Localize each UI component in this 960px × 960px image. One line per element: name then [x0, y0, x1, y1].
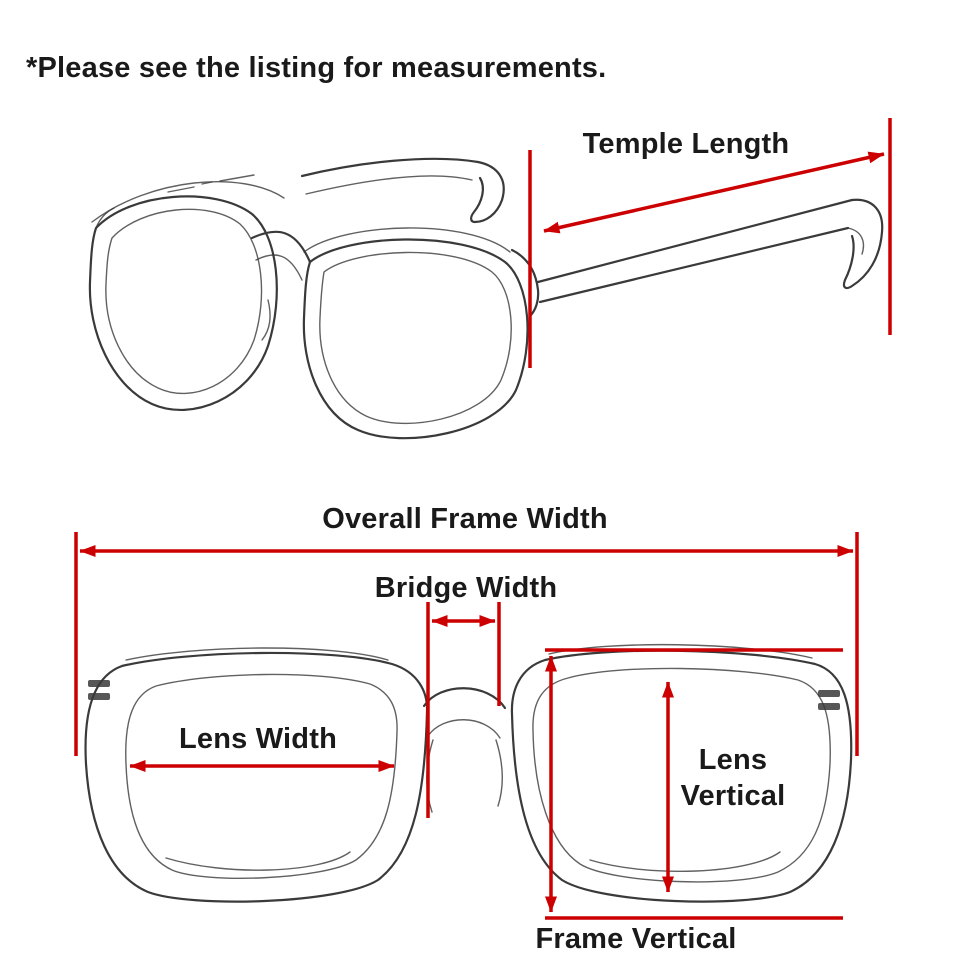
temple-length-arrow: [543, 151, 885, 234]
overall-frame-width-measurement: [74, 532, 859, 756]
frame-vertical-measurement: [545, 648, 843, 920]
bridge-width-label: Bridge Width: [374, 572, 558, 604]
frame-vertical-label: Frame Vertical: [535, 923, 737, 955]
lens-vertical-label: Lens Vertical: [680, 744, 786, 813]
temple-length-measurement: [528, 118, 892, 368]
glasses-perspective-sketch: [88, 157, 884, 440]
lens-width-label: Lens Width: [178, 723, 338, 755]
overall-frame-width-label: Overall Frame Width: [322, 503, 608, 535]
temple-length-label: Temple Length: [582, 128, 790, 160]
bridge-width-measurement: [426, 602, 501, 818]
note-text: *Please see the listing for measurements…: [26, 52, 607, 84]
